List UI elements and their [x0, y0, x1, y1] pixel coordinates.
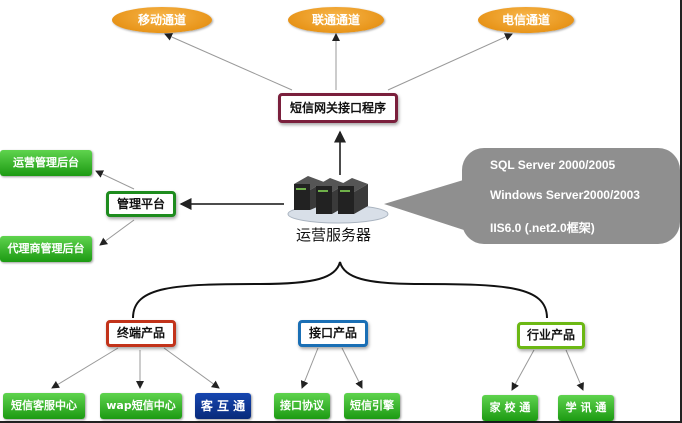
- leaf-wap-sms: wap短信中心: [100, 393, 182, 419]
- server-label: 运营服务器: [296, 226, 372, 244]
- leaf-sms-engine: 短信引擎: [344, 393, 400, 419]
- line-terminal-3: [163, 347, 220, 389]
- leaf-kehutong: 客 互 通: [195, 393, 251, 419]
- carrier-unicom: 联通通道: [288, 7, 384, 33]
- carrier-mobile: 移动通道: [112, 7, 212, 33]
- bubble-tail: [384, 178, 470, 232]
- industry-products-node: 行业产品: [517, 322, 585, 349]
- gateway-node: 短信网关接口程序: [278, 93, 398, 123]
- server-icon: [287, 176, 389, 224]
- brace-server-products: [132, 261, 548, 319]
- management-node: 管理平台: [106, 191, 176, 217]
- line-gateway-telecom: [387, 33, 513, 91]
- agent-backend: 代理商管理后台: [0, 236, 92, 262]
- line-mgmt-ops: [95, 170, 135, 190]
- server-spec-bubble: [462, 148, 680, 244]
- line-interface-2: [341, 347, 363, 389]
- line-terminal-1: [51, 347, 119, 389]
- terminal-products-node: 终端产品: [106, 320, 176, 347]
- line-industry-1: [511, 349, 535, 391]
- line-interface-1: [300, 347, 319, 389]
- carrier-telecom: 电信通道: [478, 7, 574, 33]
- line-industry-2: [565, 349, 584, 391]
- leaf-xuexuntong: 学 讯 通: [558, 395, 614, 421]
- leaf-jiaxiaotong: 家 校 通: [482, 395, 538, 421]
- interface-products-node: 接口产品: [298, 320, 368, 347]
- line-gateway-mobile: [164, 33, 293, 91]
- leaf-interface-protocol: 接口协议: [274, 393, 330, 419]
- leaf-sms-service: 短信客服中心: [3, 393, 85, 419]
- ops-backend: 运营管理后台: [0, 150, 92, 176]
- spec-sql: SQL Server 2000/2005: [490, 158, 616, 172]
- spec-windows: Windows Server2000/2003: [490, 188, 640, 202]
- spec-iis: IIS6.0 (.net2.0框架): [490, 221, 595, 235]
- line-mgmt-agent: [99, 219, 135, 246]
